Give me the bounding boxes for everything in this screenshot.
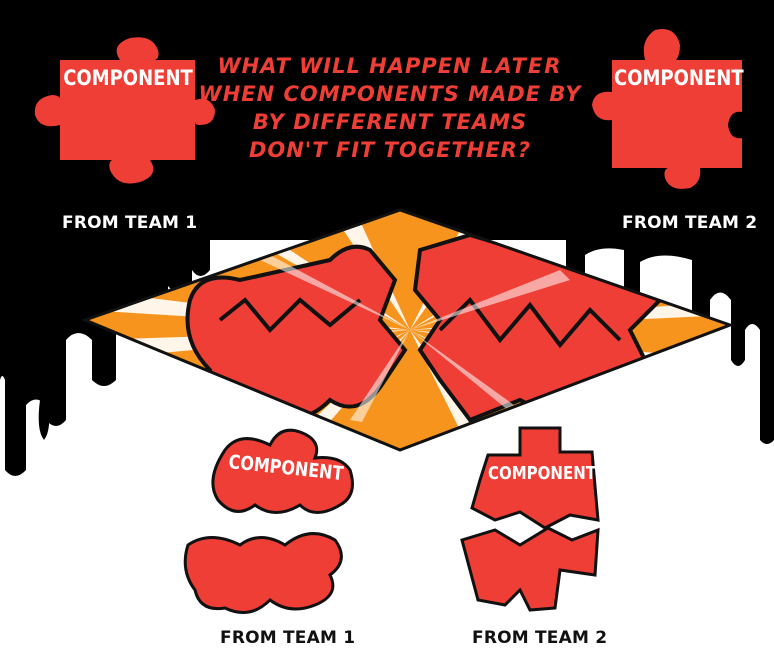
question-line-4: DON'T FIT TOGETHER? (248, 138, 532, 162)
top-left-caption: FROM TEAM 1 (62, 213, 198, 233)
question-line-1: WHAT WILL HAPPEN LATER (190, 52, 590, 80)
bottom-right-piece-upper (470, 426, 600, 530)
zigzag-edge (218, 297, 362, 333)
paint-drip (38, 400, 50, 440)
burst-panel-outline (80, 208, 735, 452)
bottom-right-caption: FROM TEAM 2 (472, 628, 608, 648)
bottom-right-piece-lower (460, 526, 600, 612)
top-right-puzzle-piece (592, 29, 742, 189)
question-emphasis: LATER (480, 54, 563, 78)
bottom-left-piece-lower (183, 532, 343, 614)
question-text: WHAT WILL HAPPEN LATER WHEN COMPONENTS M… (190, 52, 590, 164)
top-left-piece-label: COMPONENT (63, 65, 193, 92)
question-line-3: BY DIFFERENT TEAMS (252, 110, 528, 134)
top-right-piece-label: COMPONENT (614, 65, 744, 92)
question-line-2: WHEN COMPONENTS MADE BY (198, 82, 582, 106)
paint-drip (12, 400, 24, 470)
zigzag-edge (438, 296, 622, 349)
question-line-1-prefix: WHAT WILL HAPPEN (217, 54, 481, 78)
top-left-puzzle-piece (34, 37, 215, 184)
bottom-left-piece-upper (211, 428, 354, 514)
bottom-right-piece-label: COMPONENT (488, 462, 597, 484)
bottom-left-caption: FROM TEAM 1 (220, 628, 356, 648)
top-right-caption: FROM TEAM 2 (622, 213, 758, 233)
